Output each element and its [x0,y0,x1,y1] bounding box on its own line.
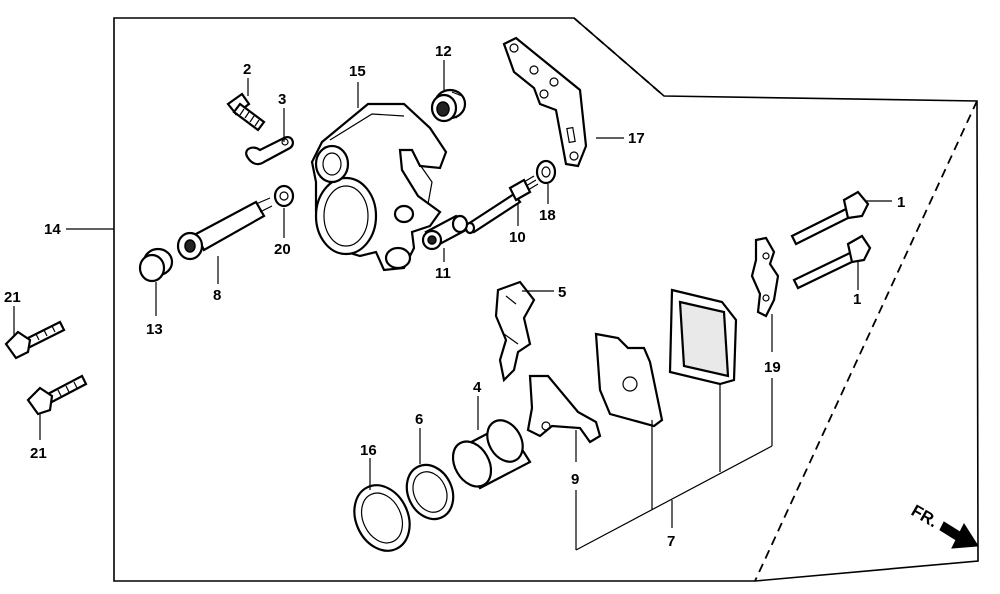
bolt-lower [792,234,872,290]
washer-18 [535,159,557,185]
callout-14: 14 [44,221,61,238]
callout-3: 3 [278,91,286,108]
bolt-21-lower [26,374,88,416]
callout-5: 5 [558,284,566,301]
dust-seal [353,484,411,552]
bolt-21-upper [4,320,66,360]
callout-11: 11 [435,265,451,282]
callout-15: 15 [349,63,366,80]
bleed-cap [245,136,294,166]
fr-label: FR. [908,501,941,531]
callout-16: 16 [360,442,377,459]
bracket-plate [502,36,588,168]
pad-shim [526,374,602,444]
callout-6: 6 [415,411,423,428]
bleed-screw [226,92,266,132]
assembly-outline [113,17,979,582]
callout-4: 4 [473,379,482,396]
pin-sleeve [421,214,469,251]
bolt-upper [790,190,870,246]
callout-8: 8 [213,287,221,304]
pad-spring [494,280,536,383]
boot [430,88,467,123]
brake-pad-outer [668,288,738,386]
pin-bolt [464,175,539,235]
piston-seal [405,463,455,521]
callout-17: 17 [628,130,645,147]
callout-1-upper: 1 [897,194,905,211]
callout-10: 10 [509,229,526,246]
callout-12: 12 [435,43,452,60]
pad-retainer [750,236,780,318]
pin-boot [138,247,174,283]
callout-21-lower: 21 [30,445,47,462]
callout-7: 7 [667,533,675,550]
callout-1-lower: 1 [853,291,861,308]
piston [451,419,532,490]
callout-2: 2 [243,61,251,78]
arrow-icon [939,521,979,549]
callout-20: 20 [274,241,291,258]
callout-21-upper: 21 [4,289,21,306]
front-direction-marker: FR. [908,501,979,549]
leader-lines [13,60,892,551]
caliper-body [310,102,448,272]
callout-19: 19 [764,359,781,376]
callout-labels: 14 2 3 15 12 17 18 10 11 20 8 13 1 1 5 1… [4,43,905,550]
callout-18: 18 [539,207,556,224]
callout-9: 9 [571,471,579,488]
brake-pad-inner [594,332,664,428]
washer-20 [273,184,295,208]
callout-13: 13 [146,321,163,338]
slide-pin [176,197,273,261]
